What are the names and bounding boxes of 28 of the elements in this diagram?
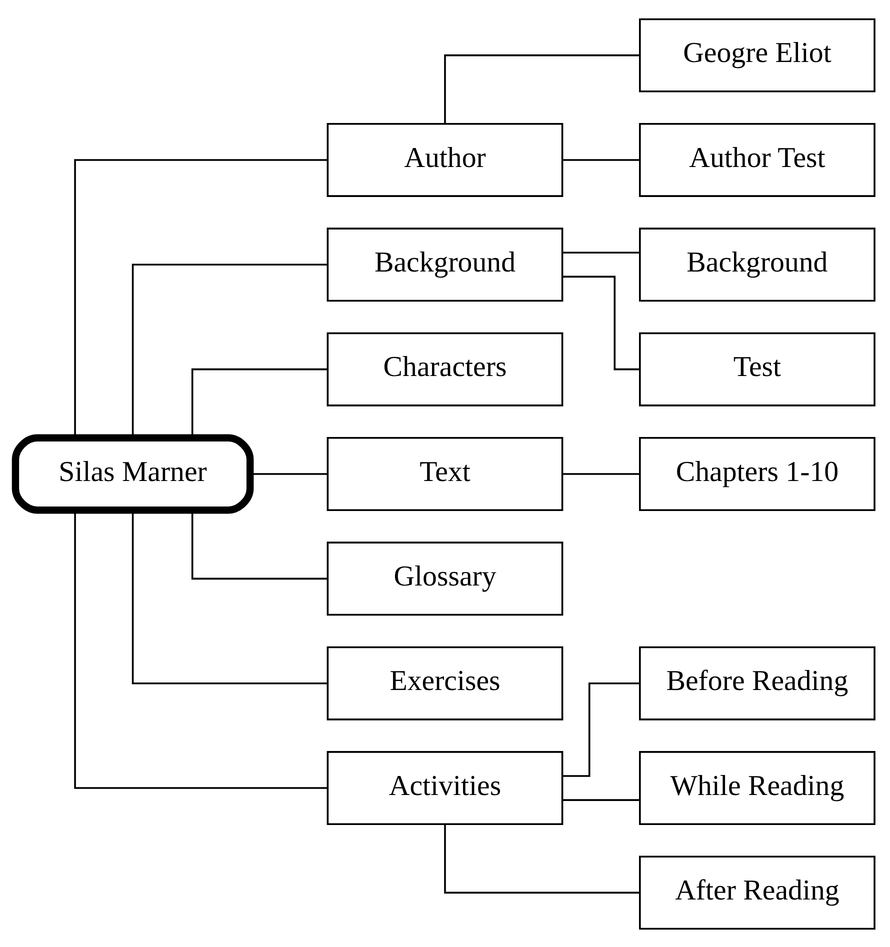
node-box: Chapters 1-10 — [639, 436, 876, 510]
connector — [132, 263, 327, 438]
connector — [191, 368, 328, 437]
connector — [250, 472, 328, 474]
connector — [562, 682, 640, 776]
node-box: Text — [326, 436, 564, 510]
connector — [563, 472, 640, 474]
connector — [74, 158, 328, 437]
node-box: Exercises — [326, 646, 564, 720]
node-box: While Reading — [639, 750, 876, 825]
node-box: Background — [326, 227, 564, 302]
connector — [563, 251, 640, 254]
node-box: Glossary — [326, 541, 564, 616]
node-box: Author Test — [639, 122, 876, 196]
node-box: Background — [639, 227, 876, 302]
node-box: Activities — [326, 750, 564, 825]
node-box: Characters — [326, 332, 564, 406]
connector — [444, 824, 640, 894]
node-box: Test — [639, 332, 876, 406]
node-box: Silas Marner — [12, 434, 254, 514]
node-box: Author — [326, 122, 564, 196]
node-box: After Reading — [639, 855, 876, 930]
node-box: Before Reading — [639, 646, 876, 720]
connector — [563, 158, 640, 160]
connector — [562, 275, 640, 370]
connector — [563, 798, 640, 800]
connector — [444, 54, 640, 123]
node-box: Geogre Eliot — [639, 18, 876, 92]
